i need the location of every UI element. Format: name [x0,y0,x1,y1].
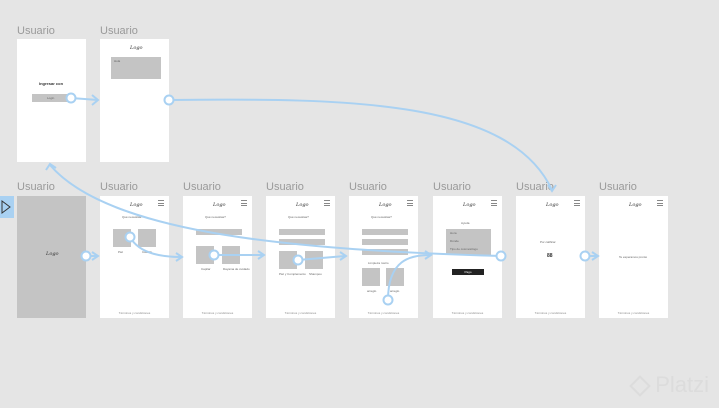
frame-label-s6: Usuario [516,181,554,193]
arrow-head-s4 [339,251,348,261]
s6-heading: Por calificar [540,240,556,244]
arrow-head-s3 [257,250,266,260]
frame-label-splash: Usuario [17,181,55,193]
s3-option-b[interactable] [305,251,323,269]
notice-box: Hola [111,57,161,79]
frame-label-s5: Usuario [433,181,471,193]
screen-1-frame[interactable]: Logo Qué necesitas? Piel Cabello Término… [100,196,169,318]
s4-logo: Logo [379,202,392,208]
platzi-watermark: Platzi [629,372,709,398]
s2-logo: Logo [213,202,226,208]
s6-logo: Logo [546,202,559,208]
s1-option-b[interactable] [138,229,156,247]
arrow-head-s7 [591,251,600,261]
splash-frame[interactable]: Logo [17,196,86,318]
frame-label-s1: Usuario [100,181,138,193]
play-icon [1,200,11,214]
s2-footer[interactable]: Términos y condiciones [201,311,234,315]
s4-heading: Qué necesitas? [371,215,392,219]
frame-label-s2: Usuario [183,181,221,193]
s1-logo: Logo [130,202,143,208]
s5-row2[interactable]: Dónde [450,239,459,243]
notice-logo: Logo [130,45,143,51]
s1-label-a: Piel [118,250,124,254]
login-title: Ingresar con [39,81,64,86]
s5-pay-button[interactable]: Pago [452,269,484,275]
arrow-head-notice [91,94,100,106]
s2-search-bar[interactable] [196,229,242,235]
screen-7-frame[interactable]: Logo Te esperamos pronto Términos y cond… [599,196,668,318]
frame-label-s3: Usuario [266,181,304,193]
s4-label-b: arreglo [367,289,377,293]
s5-heading: Ayuda [461,221,470,225]
s4-field-2[interactable] [362,239,408,245]
s2-label-b: Dayama de cuidado [223,267,250,271]
s2-label-a: Capilar [201,267,211,271]
s7-menu-icon[interactable] [657,200,663,206]
s4-field-1[interactable] [362,229,408,235]
screen-2-frame[interactable]: Logo Qué necesitas? Capilar Dayama de cu… [183,196,252,318]
splash-logo: Logo [46,251,59,257]
s5-logo: Logo [463,202,476,208]
s3-footer[interactable]: Términos y condiciones [284,311,317,315]
arrow-head-s5 [424,250,433,260]
s4-footer[interactable]: Términos y condiciones [367,311,400,315]
s3-heading: Qué necesitas? [288,215,309,219]
s1-option-a[interactable] [113,229,131,247]
platzi-wordmark: Platzi [655,372,709,397]
arrow-head-s2 [175,252,184,262]
login-button[interactable]: Login [32,94,72,102]
s6-menu-icon[interactable] [574,200,580,206]
s3-field-1[interactable] [279,229,325,235]
s6-footer[interactable]: Términos y condiciones [534,311,567,315]
s2-menu-icon[interactable] [241,200,247,206]
s7-footer[interactable]: Términos y condiciones [617,311,650,315]
s1-heading: Qué necesitas? [122,215,143,219]
s4-label-c: arreglo [390,289,400,293]
flow-start-button[interactable] [0,196,14,218]
s4-option-b[interactable] [386,268,404,286]
s3-field-2[interactable] [279,239,325,245]
login-button-label: Login [47,96,55,100]
s2-heading: Qué necesitas? [205,215,226,219]
s4-menu-icon[interactable] [407,200,413,206]
s1-footer[interactable]: Términos y condiciones [118,311,151,315]
s3-label-a: Piel y Complemento [279,272,306,276]
connector-notice-s6 [168,98,553,191]
s4-label-a: Limpieza rostro [368,261,389,265]
frame-label-s7: Usuario [599,181,637,193]
s4-field-3[interactable] [362,249,408,255]
s7-logo: Logo [629,202,642,208]
screen-6-frame[interactable]: Logo Por calificar 88 Términos y condici… [516,196,585,318]
s2-option-a[interactable] [196,246,214,264]
screen-5-frame[interactable]: Logo Ayuda Hora Dónde Tipo de cosmetólog… [433,196,502,318]
arrow-head-s1 [91,251,100,261]
s6-value: 88 [547,253,553,259]
login-frame[interactable]: Ingresar con Login [17,39,86,162]
s7-message: Te esperamos pronto [619,255,648,259]
screen-3-frame[interactable]: Logo Qué necesitas? Piel y Complemento S… [266,196,335,318]
notice-box-text: Hola [114,59,121,63]
frame-label-login: Usuario [17,25,55,37]
notice-frame[interactable]: Logo Hola [100,39,169,162]
s5-form-box: Hora Dónde Tipo de cosmetólogo [446,229,491,255]
s2-option-b[interactable] [222,246,240,264]
s3-menu-icon[interactable] [324,200,330,206]
arrow-head-login [45,162,57,171]
screen-4-frame[interactable]: Logo Qué necesitas? Limpieza rostro arre… [349,196,418,318]
s3-label-b: Shampoo [309,272,322,276]
s1-menu-icon[interactable] [158,200,164,206]
s4-option-a[interactable] [362,268,380,286]
s3-option-a[interactable] [279,251,297,269]
s5-row1[interactable]: Hora [450,231,457,235]
s5-footer[interactable]: Términos y condiciones [451,311,484,315]
frame-label-notice: Usuario [100,25,138,37]
s5-menu-icon[interactable] [491,200,497,206]
s1-label-b: Cabello [142,250,153,254]
frame-label-s4: Usuario [349,181,387,193]
s5-row3[interactable]: Tipo de cosmetólogo [450,247,478,251]
platzi-logo-icon [629,375,652,398]
s3-logo: Logo [296,202,309,208]
